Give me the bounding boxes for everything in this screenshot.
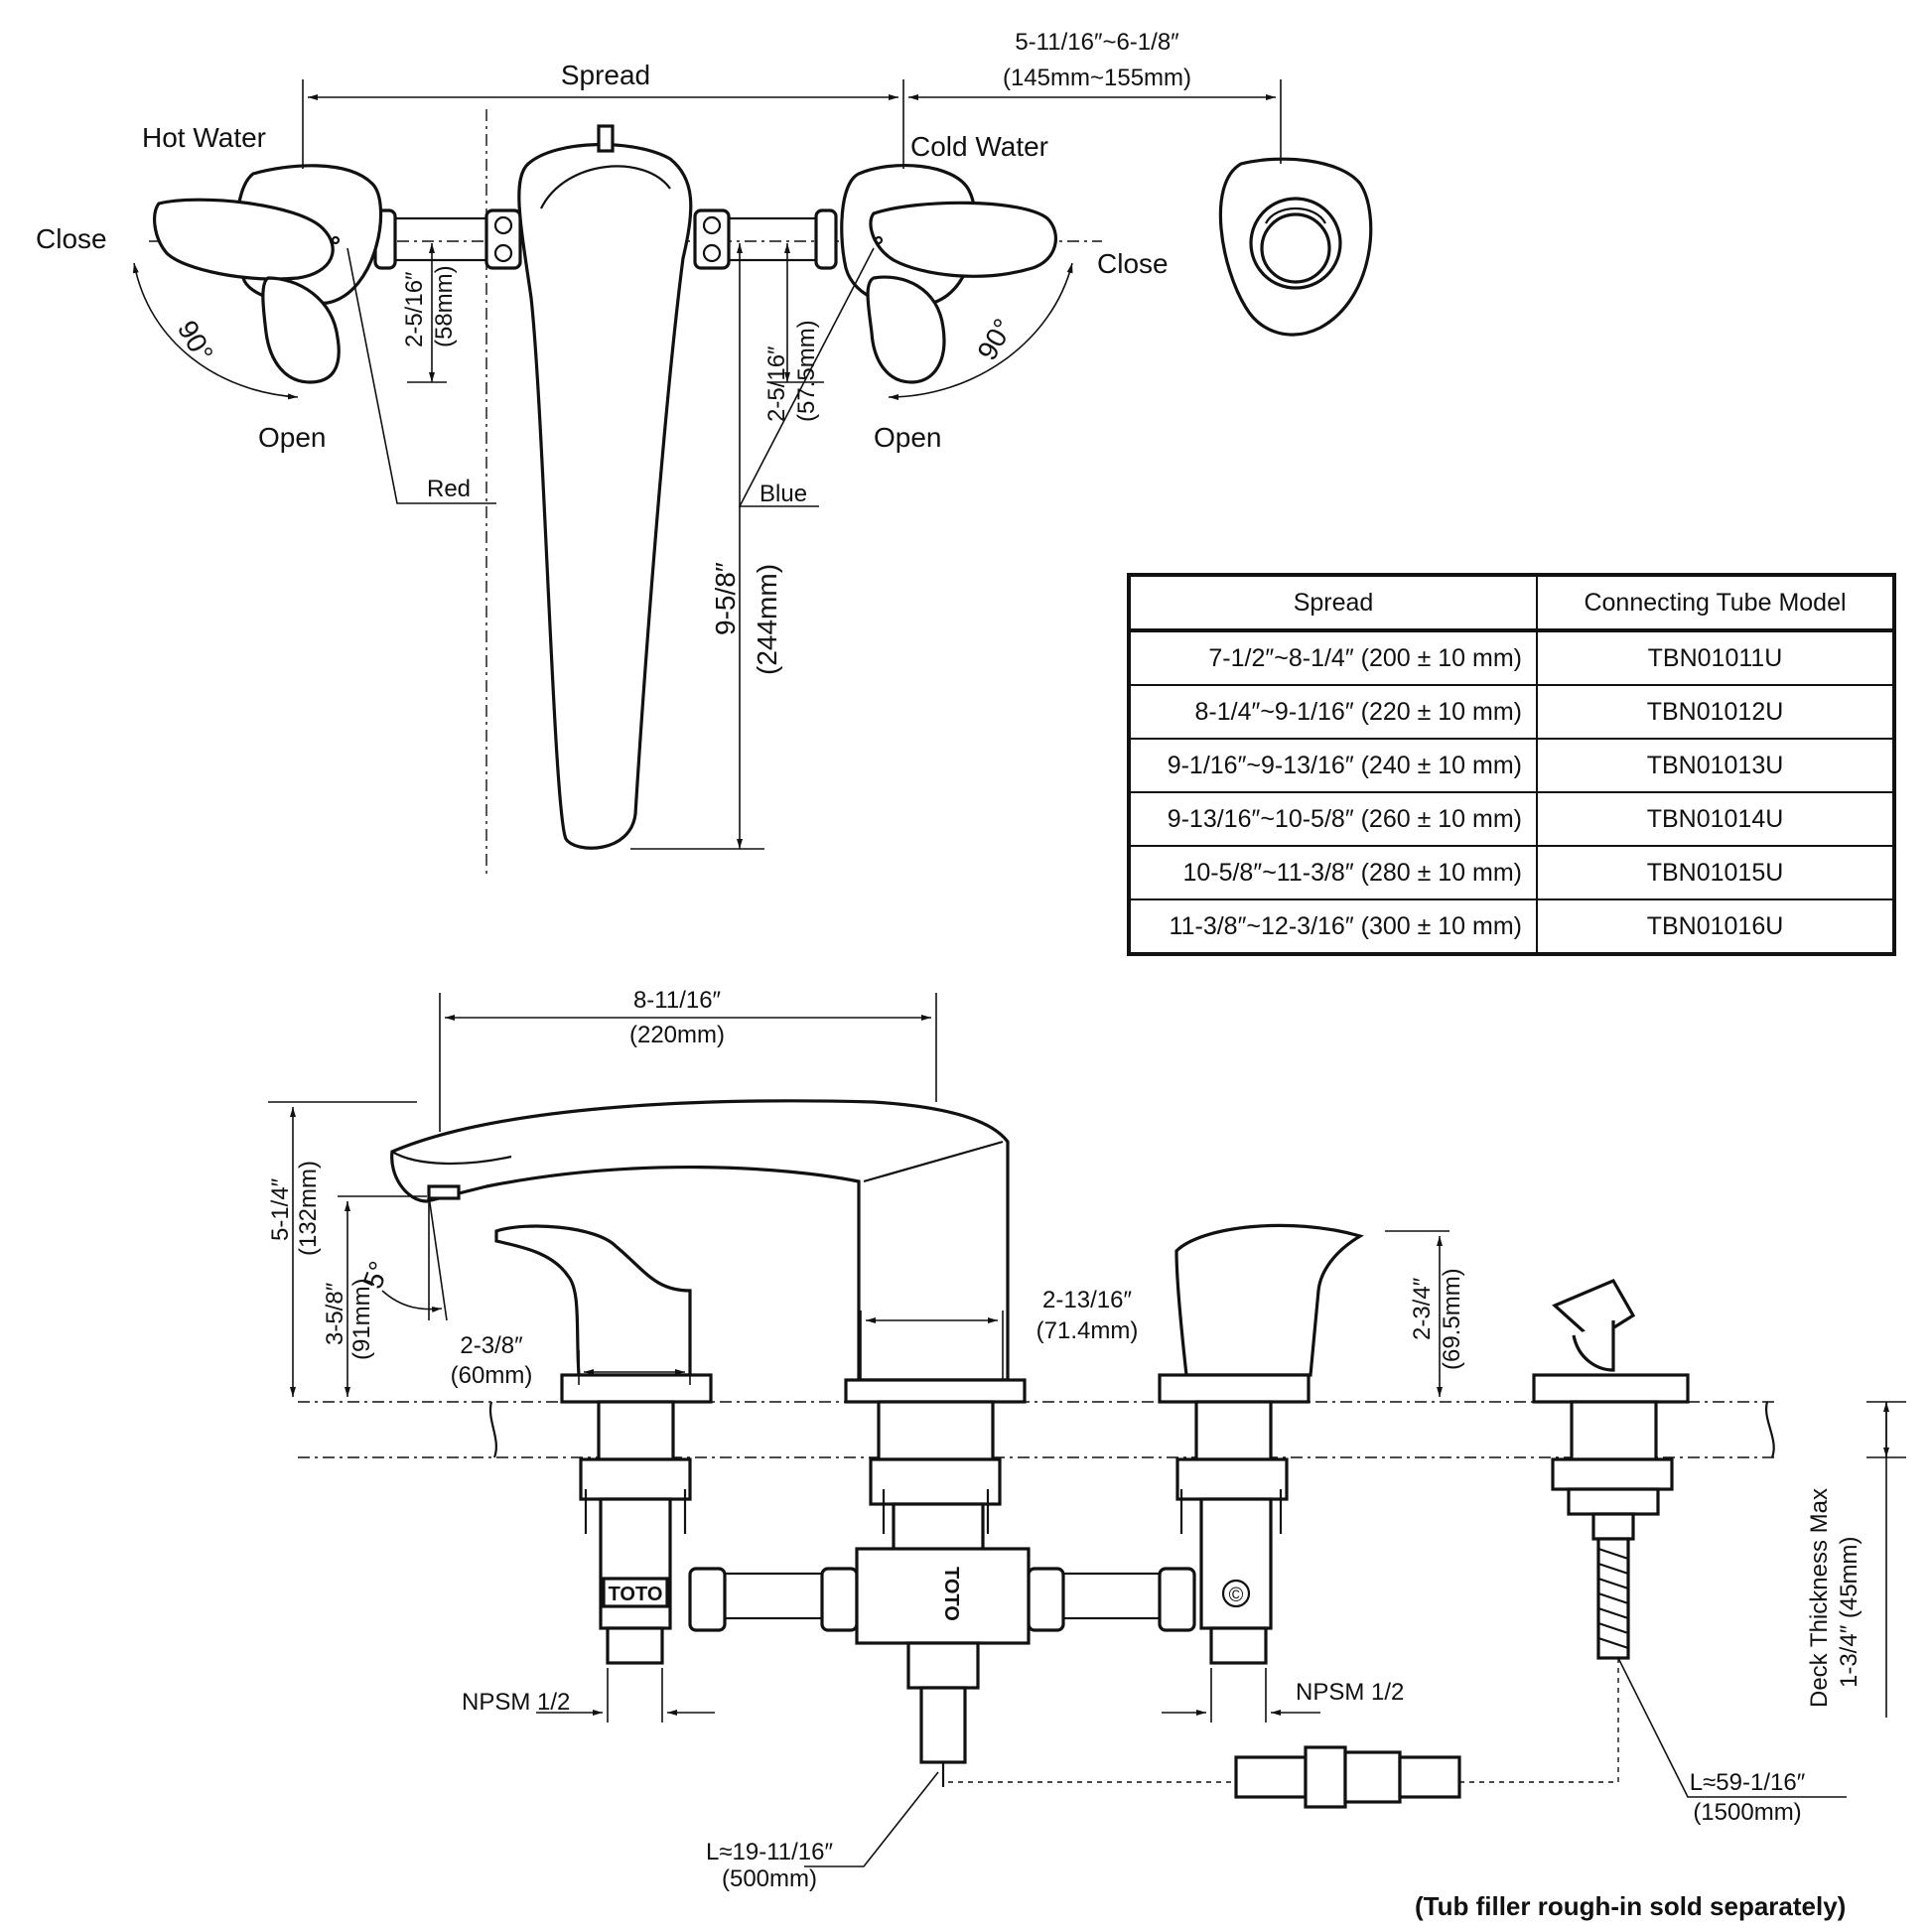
table-cell-model: TBN01014U — [1536, 791, 1895, 847]
table-cell-model: TBN01015U — [1536, 845, 1895, 900]
hand-shower-top — [1218, 157, 1373, 337]
spout-base-in: 2-13/16″ — [1042, 1287, 1132, 1313]
handle-base-mm: (60mm) — [451, 1362, 533, 1389]
spout-length-mm: (244mm) — [752, 564, 782, 675]
table-row: 10-5/8″~11-3/8″ (280 ± 10 mm) TBN01015U — [1128, 845, 1895, 900]
cold-handle-top — [840, 164, 1057, 384]
supply-hose-length-in: L≈19-11/16″ — [706, 1839, 833, 1865]
table-cell-spread: 9-13/16″~10-5/8″ (260 ± 10 mm) — [1128, 791, 1538, 847]
table-cell-spread: 11-3/8″~12-3/16″ (300 ± 10 mm) — [1128, 898, 1538, 955]
hot-water-label: Hot Water — [142, 122, 266, 153]
hand-shower-side — [1532, 1278, 1690, 1461]
hot-handle-height-in: 2-5/16″ — [401, 271, 428, 347]
outlet-height-mm: (91mm) — [348, 1278, 375, 1360]
rotation-angle-right: 90° — [971, 314, 1019, 365]
cold-handle-side — [1158, 1223, 1364, 1404]
handle-height-mm: (69.5mm) — [1439, 1268, 1465, 1370]
table-cell-model: TBN01016U — [1536, 898, 1895, 955]
footnote: (Tub filler rough-in sold separately) — [1415, 1891, 1847, 1921]
spout-reach-in: 8-11/16″ — [633, 987, 722, 1014]
deck-thickness-value: 1-3/4″ (45mm) — [1836, 1536, 1863, 1688]
copyright-mark: © — [1229, 1585, 1244, 1606]
table-cell-spread: 10-5/8″~11-3/8″ (280 ± 10 mm) — [1128, 845, 1538, 900]
handle-base-in: 2-3/8″ — [460, 1332, 523, 1359]
table-row: 7-1/2″~8-1/4″ (200 ± 10 mm) TBN01011U — [1128, 629, 1895, 686]
table-cell-model: TBN01013U — [1536, 738, 1895, 793]
under-deck-valves — [579, 1400, 1674, 1665]
cold-handle-height-mm: (57.5mm) — [793, 320, 820, 422]
blue-indicator-label: Blue — [759, 481, 807, 507]
deck-thickness-label: Deck Thickness Max — [1806, 1488, 1833, 1708]
table-cell-model: TBN01012U — [1536, 684, 1895, 740]
npsm-label-right: NPSM 1/2 — [1296, 1679, 1404, 1706]
hot-handle-height-mm: (58mm) — [431, 265, 458, 347]
spout-length-in: 9-5/8″ — [710, 562, 741, 635]
width-range-mm: (145mm~155mm) — [1003, 65, 1191, 91]
spread-dimension-label: Spread — [561, 60, 650, 90]
table-cell-model: TBN01011U — [1536, 629, 1895, 686]
total-height-mm: (132mm) — [295, 1161, 322, 1256]
brand-label: TOTO — [609, 1584, 663, 1605]
table-header-row: Spread Connecting Tube Model — [1128, 574, 1895, 632]
hand-hose-length-in: L≈59-1/16″ — [1690, 1769, 1806, 1796]
handle-height-in: 2-3/4″ — [1409, 1277, 1436, 1340]
hand-shower-hose — [1591, 1512, 1635, 1660]
cold-water-label: Cold Water — [910, 131, 1048, 162]
table-header-model: Connecting Tube Model — [1536, 574, 1895, 632]
red-indicator-label: Red — [427, 476, 471, 502]
top-connecting-tube-right — [693, 208, 838, 270]
top-view: Spread 5-11/16″~6-1/8″ (145mm~155mm) Hot… — [36, 29, 1373, 874]
close-label-right: Close — [1097, 248, 1169, 279]
hose-coupling — [1234, 1745, 1461, 1809]
open-label-right: Open — [874, 422, 942, 453]
table-header-spread: Spread — [1128, 574, 1538, 632]
spout-base-mm: (71.4mm) — [1036, 1317, 1139, 1344]
under-deck-pipes — [688, 1547, 1196, 1787]
rotation-angle-left: 90° — [172, 316, 219, 367]
hot-handle-side — [494, 1224, 713, 1404]
connecting-tube-table: Spread Connecting Tube Model 7-1/2″~8-1/… — [1127, 573, 1896, 956]
table-row: 9-13/16″~10-5/8″ (260 ± 10 mm) TBN01014U — [1128, 791, 1895, 847]
cold-handle-height-in: 2-5/16″ — [763, 345, 790, 422]
deck — [298, 1401, 1777, 1458]
close-label-left: Close — [36, 223, 107, 254]
width-range-in: 5-11/16″~6-1/8″ — [1015, 29, 1179, 56]
table-cell-spread: 9-1/16″~9-13/16″ (240 ± 10 mm) — [1128, 738, 1538, 793]
brand-label-vertical: TOTO — [940, 1567, 962, 1621]
side-view: TOTO TOTO © 5° 8-11/16″ (220mm) — [267, 987, 1906, 1892]
spout-side — [390, 1099, 1027, 1404]
table-cell-spread: 8-1/4″~9-1/16″ (220 ± 10 mm) — [1128, 684, 1538, 740]
outlet-height-in: 3-5/8″ — [322, 1282, 348, 1345]
table-row: 11-3/8″~12-3/16″ (300 ± 10 mm) TBN01016U — [1128, 898, 1895, 955]
hand-hose-length-mm: (1500mm) — [1693, 1799, 1801, 1826]
spout-reach-mm: (220mm) — [629, 1022, 725, 1048]
open-label-left: Open — [258, 422, 327, 453]
table-cell-spread: 7-1/2″~8-1/4″ (200 ± 10 mm) — [1128, 629, 1538, 686]
supply-hose-length-mm: (500mm) — [722, 1865, 817, 1892]
total-height-in: 5-1/4″ — [267, 1177, 294, 1241]
top-connecting-tube-left — [373, 208, 522, 270]
npsm-label-left: NPSM 1/2 — [462, 1689, 570, 1716]
table-row: 8-1/4″~9-1/16″ (220 ± 10 mm) TBN01012U — [1128, 684, 1895, 740]
table-row: 9-1/16″~9-13/16″ (240 ± 10 mm) TBN01013U — [1128, 738, 1895, 793]
spout-top — [517, 124, 693, 850]
